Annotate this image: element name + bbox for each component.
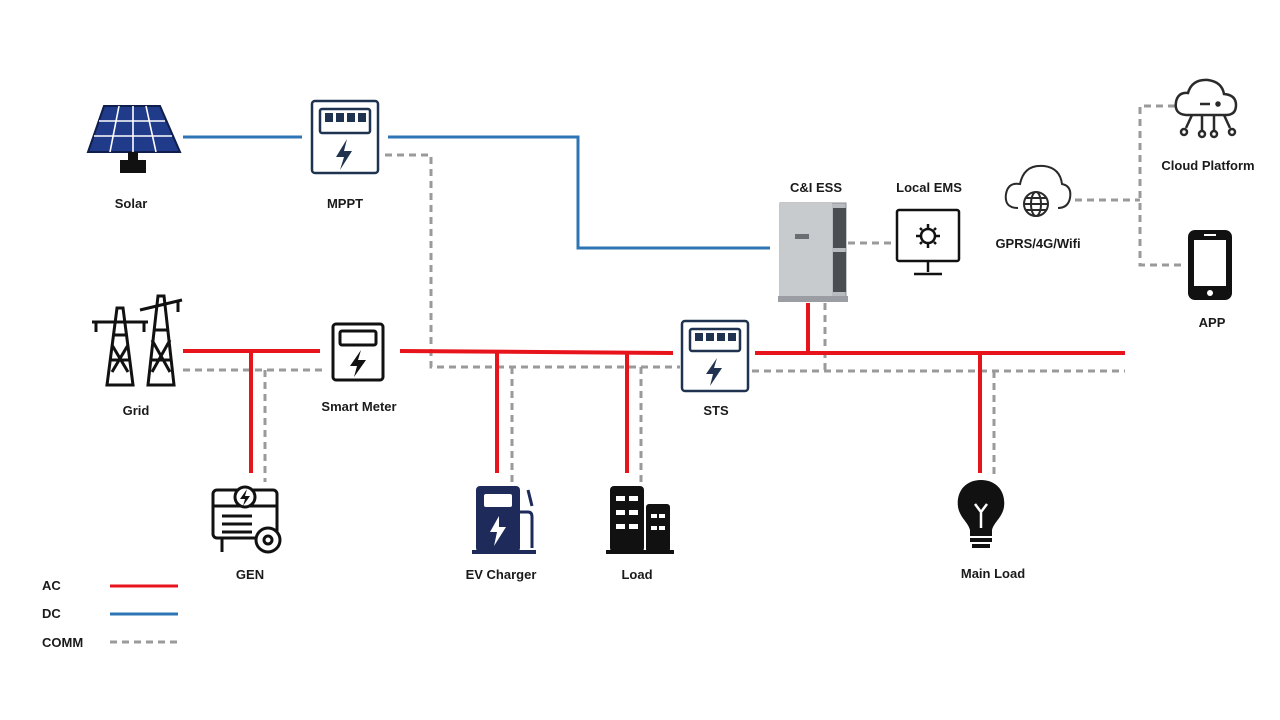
light-bulb-icon [957,480,1005,548]
comm-line-mppt [385,153,680,369]
label-load: Load [621,567,653,582]
label-app: APP [1198,315,1226,330]
comm-lines [183,104,1185,482]
buildings-icon [606,486,674,554]
solar-panel-icon [86,105,182,173]
cloud-network-icon [1174,78,1238,139]
transmission-tower-icon [92,294,183,387]
label-gen: GEN [235,567,265,582]
label-cloud-platform: Cloud Platform [1161,158,1255,173]
label-ess: C&I ESS [789,180,843,195]
comm-line-cloud [1138,104,1185,267]
label-sts: STS [703,403,729,418]
dc-lines [183,135,770,250]
generator-icon [211,485,282,554]
monitor-gear-icon [895,208,961,276]
label-solar: Solar [114,196,148,211]
ac-lines [183,303,1125,473]
smartphone-icon [1188,230,1232,300]
legend-dc-label: DC [42,606,61,621]
smart-meter-icon [331,322,385,382]
battery-cabinet-icon [778,202,848,302]
label-local-ems: Local EMS [896,180,962,195]
cloud-globe-icon [1004,164,1072,217]
label-mppt: MPPT [326,196,364,211]
label-gprs: GPRS/4G/Wifi [995,236,1081,251]
dc-line-mppt-ess [388,135,770,250]
label-ev-charger: EV Charger [465,567,537,582]
legend-comm-label: COMM [42,635,84,650]
sts-meter-icon [680,319,750,393]
mppt-meter-icon [310,99,380,175]
label-main-load: Main Load [960,566,1026,581]
label-smart-meter: Smart Meter [321,399,397,414]
legend-ac-label: AC [42,578,61,593]
label-grid: Grid [122,403,150,418]
ev-charger-icon [472,486,536,554]
ac-bus-mid [399,349,674,355]
legend [110,584,178,644]
